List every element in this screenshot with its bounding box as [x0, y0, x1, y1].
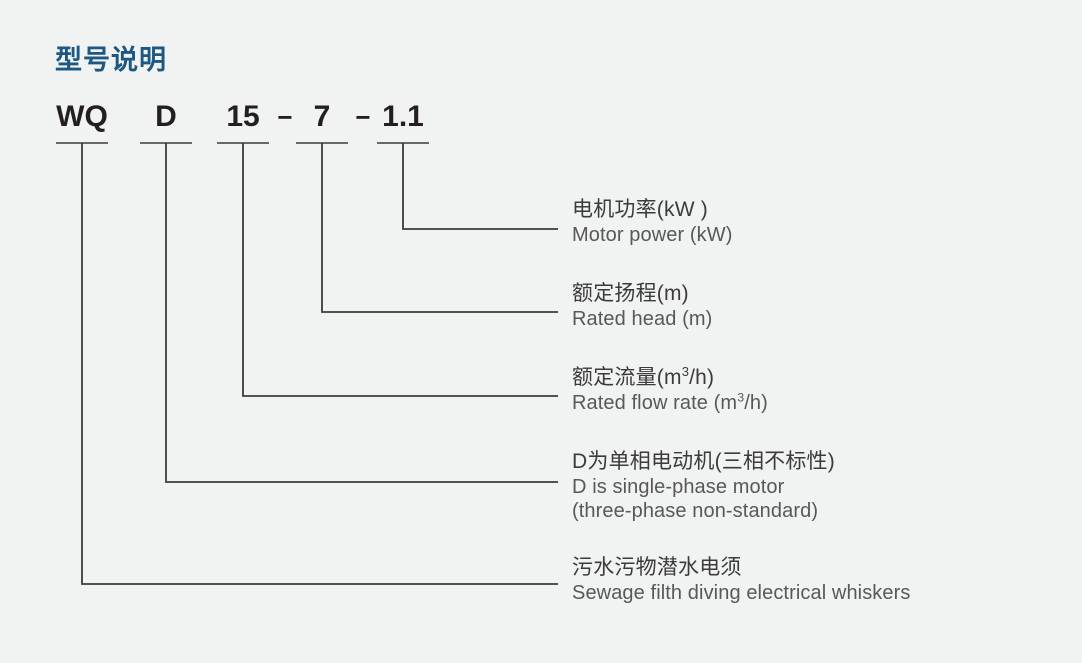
- label-rated-head-cn: 额定扬程(m): [572, 282, 689, 305]
- label-motor-power-en: Motor power (kW): [572, 223, 733, 246]
- label-sewage-submersible-pump-en: Sewage filth diving electrical whiskers: [572, 581, 911, 604]
- label-single-phase-motor-en: (three-phase non-standard): [572, 499, 819, 522]
- superscript: 3: [681, 364, 690, 379]
- model-code-segment-1: D: [155, 100, 177, 133]
- label-motor-power: 电机功率(kW )Motor power (kW): [572, 198, 733, 247]
- label-motor-power-cn: 电机功率(kW ): [572, 198, 708, 221]
- model-code-separator-1: −: [355, 102, 371, 132]
- model-code-segment-4: 1.1: [382, 100, 424, 133]
- label-single-phase-motor: D为单相电动机(三相不标性)D is single-phase motor(th…: [572, 450, 835, 523]
- label-rated-flow-rate: 额定流量(m3/h)Rated flow rate (m3/h): [572, 364, 768, 415]
- label-single-phase-motor-en: D is single-phase motor: [572, 475, 785, 498]
- label-rated-head-en: Rated head (m): [572, 307, 713, 330]
- label-rated-flow-rate-cn: 额定流量(m3/h): [572, 364, 715, 389]
- label-single-phase-motor-cn: D为单相电动机(三相不标性): [572, 450, 835, 473]
- leader-line-4: [56, 142, 558, 585]
- page-title: 型号说明: [55, 45, 167, 75]
- model-code-separator-0: −: [277, 102, 293, 132]
- leader-line-3: [140, 142, 558, 483]
- superscript: 3: [737, 389, 745, 404]
- leader-line-0: [377, 142, 558, 230]
- leader-line-1: [296, 142, 558, 313]
- model-code-segment-0: WQ: [56, 100, 108, 133]
- model-code-segment-2: 15: [226, 100, 260, 133]
- model-code-segment-3: 7: [313, 100, 331, 133]
- leader-line-2: [217, 142, 558, 397]
- label-rated-flow-rate-en: Rated flow rate (m3/h): [572, 389, 768, 414]
- label-sewage-submersible-pump-cn: 污水污物潜水电须: [572, 556, 742, 579]
- label-rated-head: 额定扬程(m)Rated head (m): [572, 282, 712, 331]
